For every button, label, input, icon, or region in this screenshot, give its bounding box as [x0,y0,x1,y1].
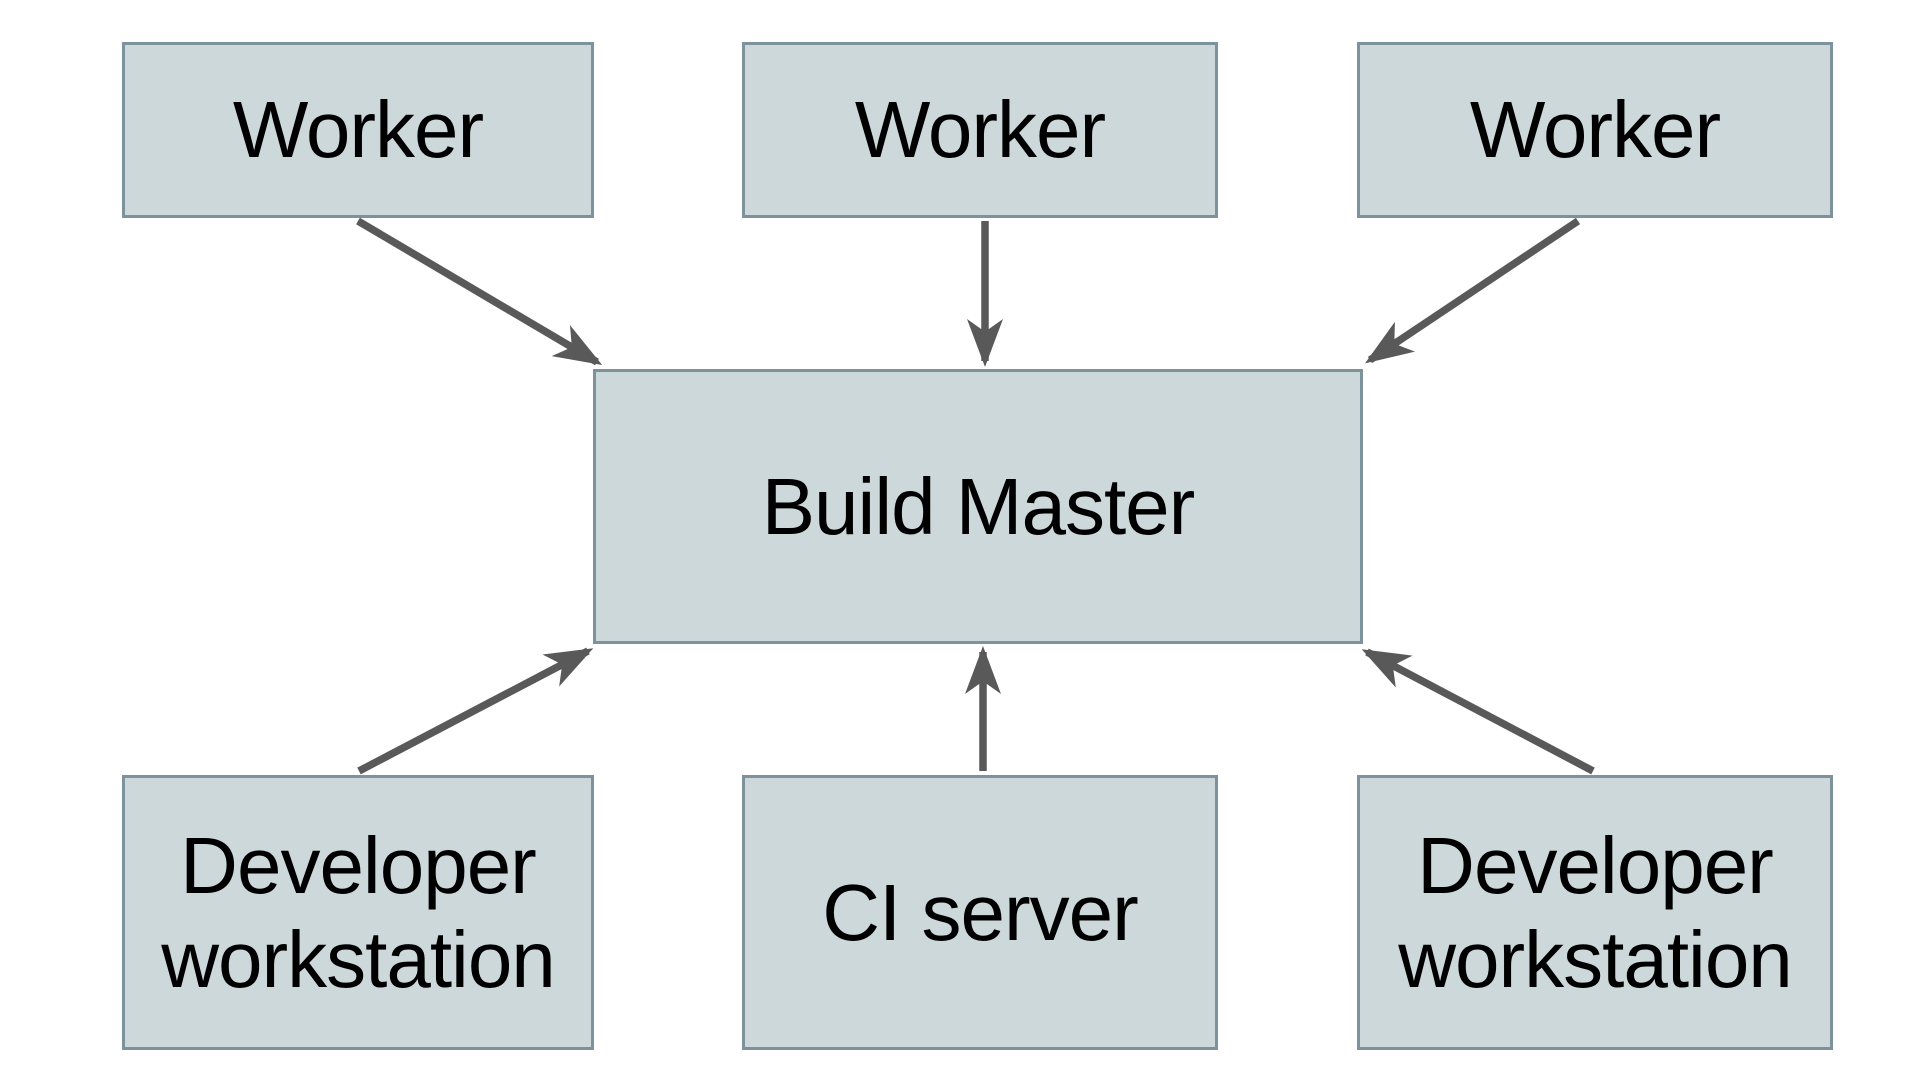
arrow-developer-workstation-left-to-build-master [357,647,594,775]
node-ci-server-label: CI server [822,867,1138,957]
node-developer-workstation-right-label: Developer workstation [1398,820,1793,1004]
node-worker-left-label: Worker [232,85,484,175]
node-developer-workstation-right: Developer workstation [1357,775,1833,1050]
node-worker-right: Worker [1357,42,1833,218]
node-ci-server: CI server [742,775,1218,1050]
node-build-master-label: Build Master [761,461,1196,551]
node-worker-center: Worker [742,42,1218,218]
arrow-worker-left-to-build-master [356,217,603,366]
arrow-developer-workstation-right-to-build-master [1361,648,1595,775]
node-developer-workstation-left: Developer workstation [122,775,594,1050]
arrow-worker-right-to-build-master [1365,217,1581,364]
node-worker-center-label: Worker [854,85,1106,175]
node-worker-left: Worker [122,42,594,218]
node-worker-right-label: Worker [1469,85,1721,175]
node-build-master: Build Master [593,369,1363,644]
node-developer-workstation-left-label: Developer workstation [161,820,556,1004]
